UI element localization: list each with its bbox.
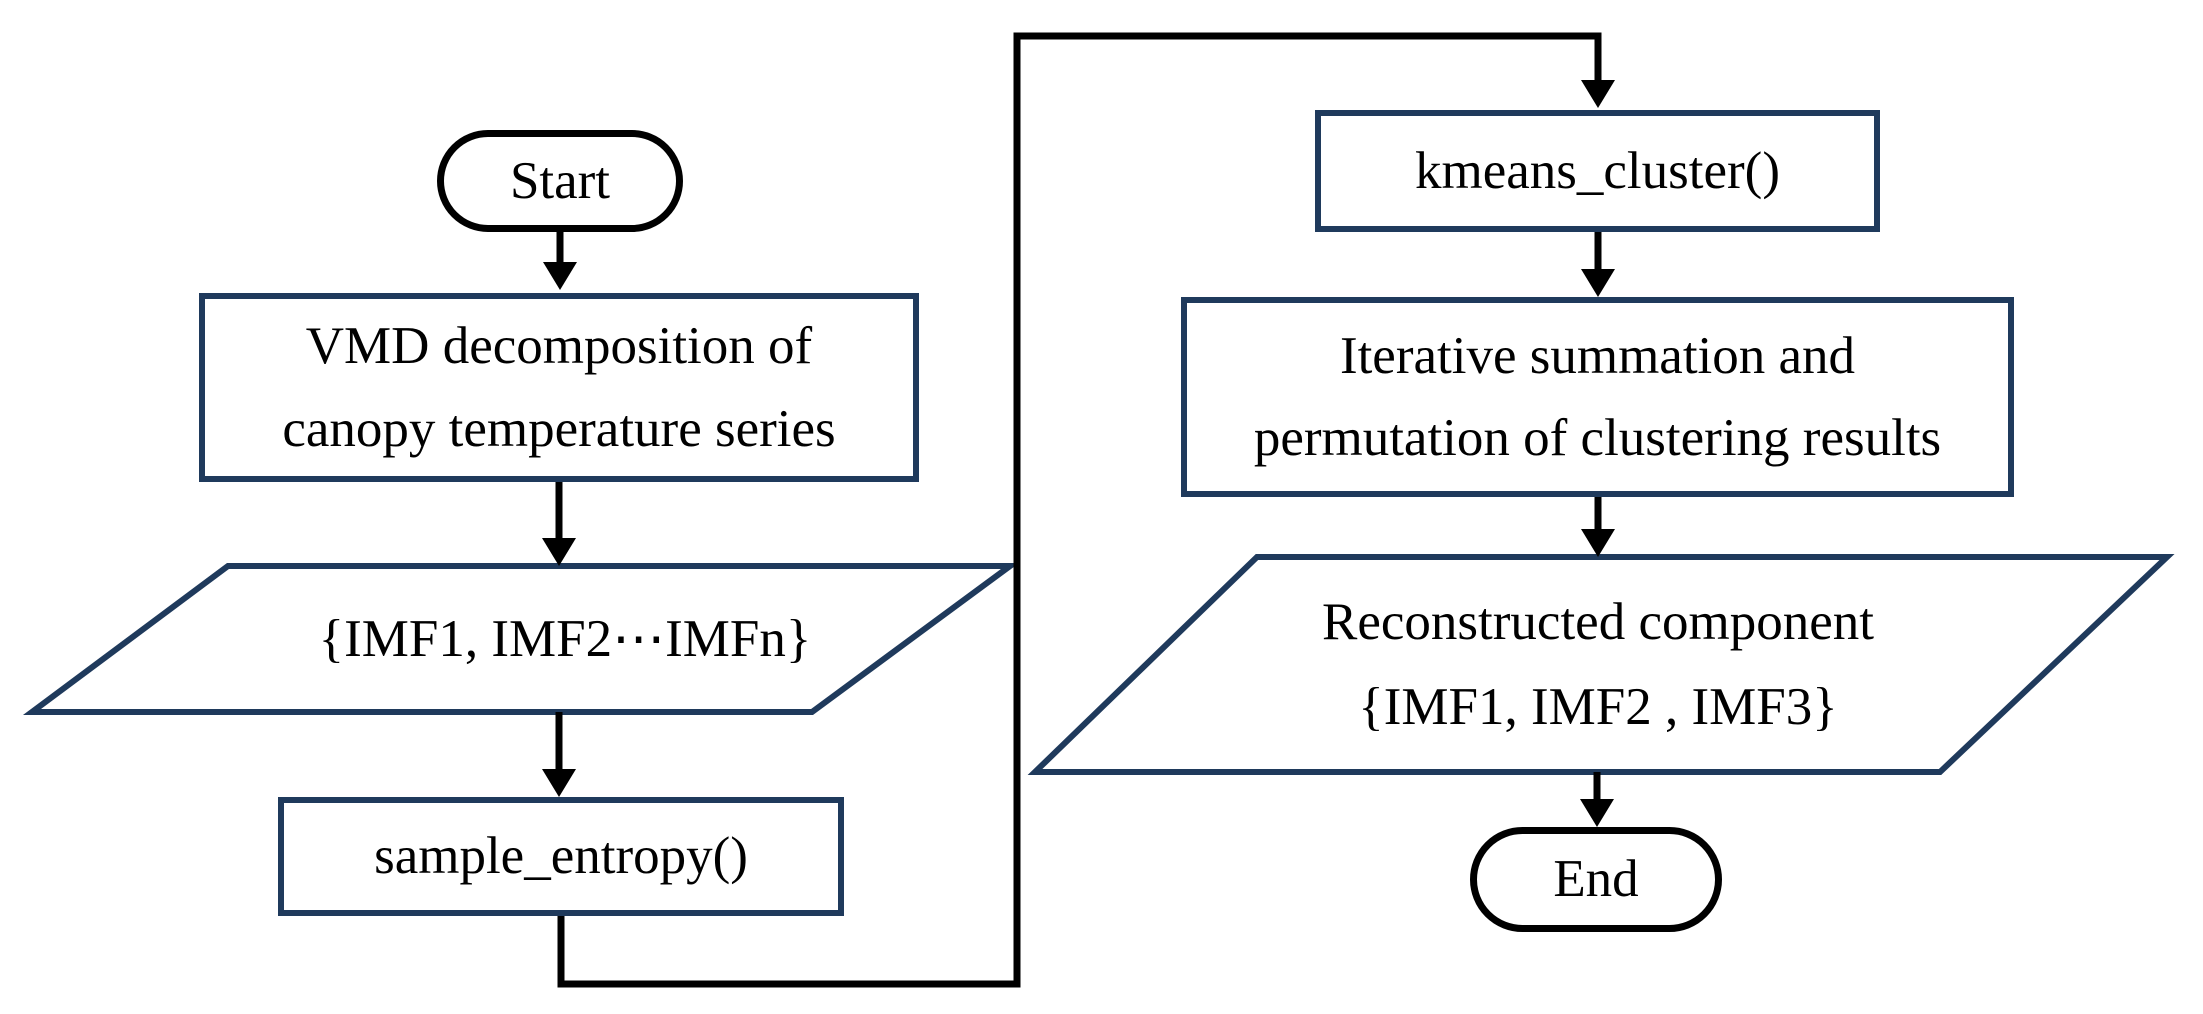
arrow-iterative-to-reconstructed: [1581, 497, 1615, 557]
arrow-reconstructed-to-end: [1580, 772, 1614, 827]
arrow-sample-entropy-to-kmeans: [557, 32, 1615, 988]
reconstructed-parallelogram: [1027, 554, 2175, 775]
kmeans-cluster-node: kmeans_cluster(): [1315, 110, 1880, 232]
arrow-kmeans-to-iterative: [1581, 232, 1615, 297]
vmd-decomposition-node: VMD decomposition of canopy temperature …: [199, 293, 919, 482]
iterative-summation-node: Iterative summation and permutation of c…: [1181, 297, 2014, 497]
arrow-start-to-vmd: [543, 232, 577, 290]
arrow-imf-set-to-sample-entropy: [542, 712, 576, 797]
reconstructed-node-label: Reconstructed component {IMF1, IMF2 , IM…: [1322, 592, 1874, 736]
sample-entropy-node: sample_entropy(): [278, 797, 844, 916]
arrow-vmd-to-imf-set: [542, 482, 576, 566]
imf-set-parallelogram: [22, 563, 1020, 715]
end-node: End: [1470, 827, 1722, 932]
start-node: Start: [437, 130, 683, 232]
imf-set-node-label: {IMF1, IMF2⋯IMFn}: [318, 609, 812, 668]
